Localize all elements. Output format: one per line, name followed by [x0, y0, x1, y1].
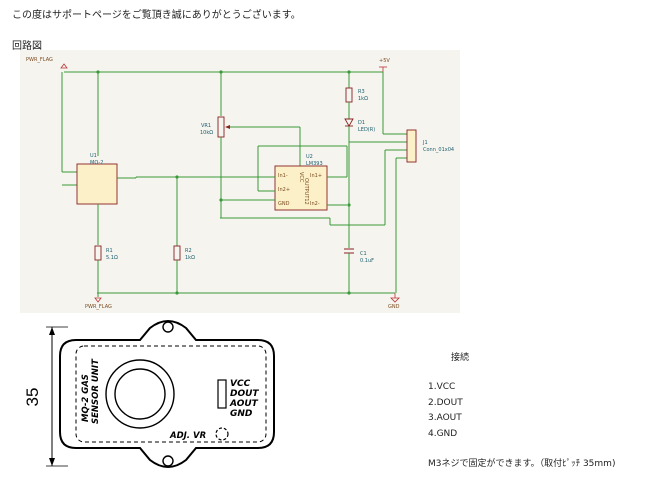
svg-text:In1-: In1- [278, 173, 288, 179]
circuit-schematic: PWR_FLAG +5V U1 MQ-2 R1 5.1Ω PWR_FLAG [20, 50, 460, 313]
svg-text:OUTPUT12: OUTPUT12 [303, 178, 309, 205]
connection-heading: 接続 [451, 353, 470, 363]
drawing-pin-vcc: VCC [230, 379, 251, 389]
circuit-diagram-heading: 回路図 [12, 41, 42, 52]
pwr-flag-bottom: PWR_FLAG [85, 297, 112, 310]
svg-text:VCC: VCC [298, 172, 304, 183]
j1-connector [406, 129, 417, 163]
connection-pin-list: 1.VCC 2.DOUT 3.AOUT 4.GND [428, 380, 463, 442]
mounting-hole-bottom [162, 455, 174, 467]
svg-text:GND: GND [278, 201, 290, 207]
pin-item-dout: 2.DOUT [428, 397, 463, 408]
r1-ref: R1 [106, 248, 113, 254]
pin-item-vcc: 1.VCC [428, 382, 456, 392]
d1-value: LED(R) [358, 127, 375, 133]
mounting-hole-top [162, 321, 174, 333]
j1-value: Conn_01x04 [423, 147, 454, 153]
intro-text: この度はサポートページをご覧頂き誠にありがとうございます。 [12, 10, 301, 21]
r3-value: 1kΩ [358, 96, 368, 102]
r1-resistor [94, 245, 102, 261]
u2-comparator-box [274, 165, 328, 211]
c1-value: 0.1uF [360, 258, 374, 264]
pwr-flag-bottom-label: PWR_FLAG [85, 304, 112, 310]
pin-header [217, 379, 227, 409]
svg-text:In1+: In1+ [310, 173, 322, 179]
drawing-pin-aout: AOUT [229, 399, 259, 409]
module-label-line1: MQ-2 GAS [81, 374, 91, 422]
mounting-note: M3ネジで固定ができます。（取付ﾋﾟｯﾁ 35mm) [428, 459, 616, 469]
drawing-pin-dout: DOUT [230, 389, 259, 399]
svg-text:In2+: In2+ [278, 187, 290, 193]
dimension-label: 35 [23, 388, 42, 407]
adj-vr-knob [215, 427, 229, 441]
u1-sensor-box [76, 163, 118, 205]
pwr-flag-top: PWR_FLAG [26, 57, 68, 69]
c1-ref: C1 [360, 251, 367, 257]
r2-resistor [173, 245, 181, 261]
r3-resistor [345, 87, 353, 103]
r3-ref: R3 [358, 89, 365, 95]
sensor-inner-ring [114, 368, 166, 420]
drawing-pin-gnd: GND [230, 409, 253, 419]
gnd-symbol: GND [388, 293, 400, 310]
vr1-ref: VR1 [201, 123, 211, 129]
gnd-label: GND [388, 304, 400, 310]
u1-ref: U1 [90, 153, 97, 159]
sensor-outer-ring [105, 359, 175, 429]
r1-value: 5.1Ω [106, 255, 118, 261]
vcc-symbol: +5V [379, 58, 390, 72]
pwr-flag-top-label: PWR_FLAG [26, 57, 53, 63]
board-outline [59, 320, 275, 468]
adj-vr-label: ADJ. VR [169, 431, 206, 441]
pin-item-aout: 3.AOUT [428, 413, 462, 423]
u1-value: MQ-2 [90, 160, 103, 166]
svg-text:In2-: In2- [310, 201, 320, 207]
r2-ref: R2 [185, 248, 192, 254]
d1-led [344, 118, 354, 127]
r2-value: 1kΩ [185, 255, 195, 261]
module-outline-drawing: 35 MQ-2 GAS SENSOR UNIT VCC DOUT AOUT GN… [18, 314, 298, 489]
d1-ref: D1 [358, 120, 365, 126]
vcc-label: +5V [379, 58, 390, 64]
u2-value: LM393 [306, 161, 323, 167]
u2-ref: U2 [306, 154, 313, 160]
j1-ref: J1 [422, 140, 428, 146]
pin-item-gnd: 4.GND [428, 428, 458, 439]
module-label-line2: SENSOR UNIT [91, 358, 101, 424]
vr1-value: 10kΩ [200, 130, 213, 136]
vr1-potentiometer [217, 116, 225, 138]
